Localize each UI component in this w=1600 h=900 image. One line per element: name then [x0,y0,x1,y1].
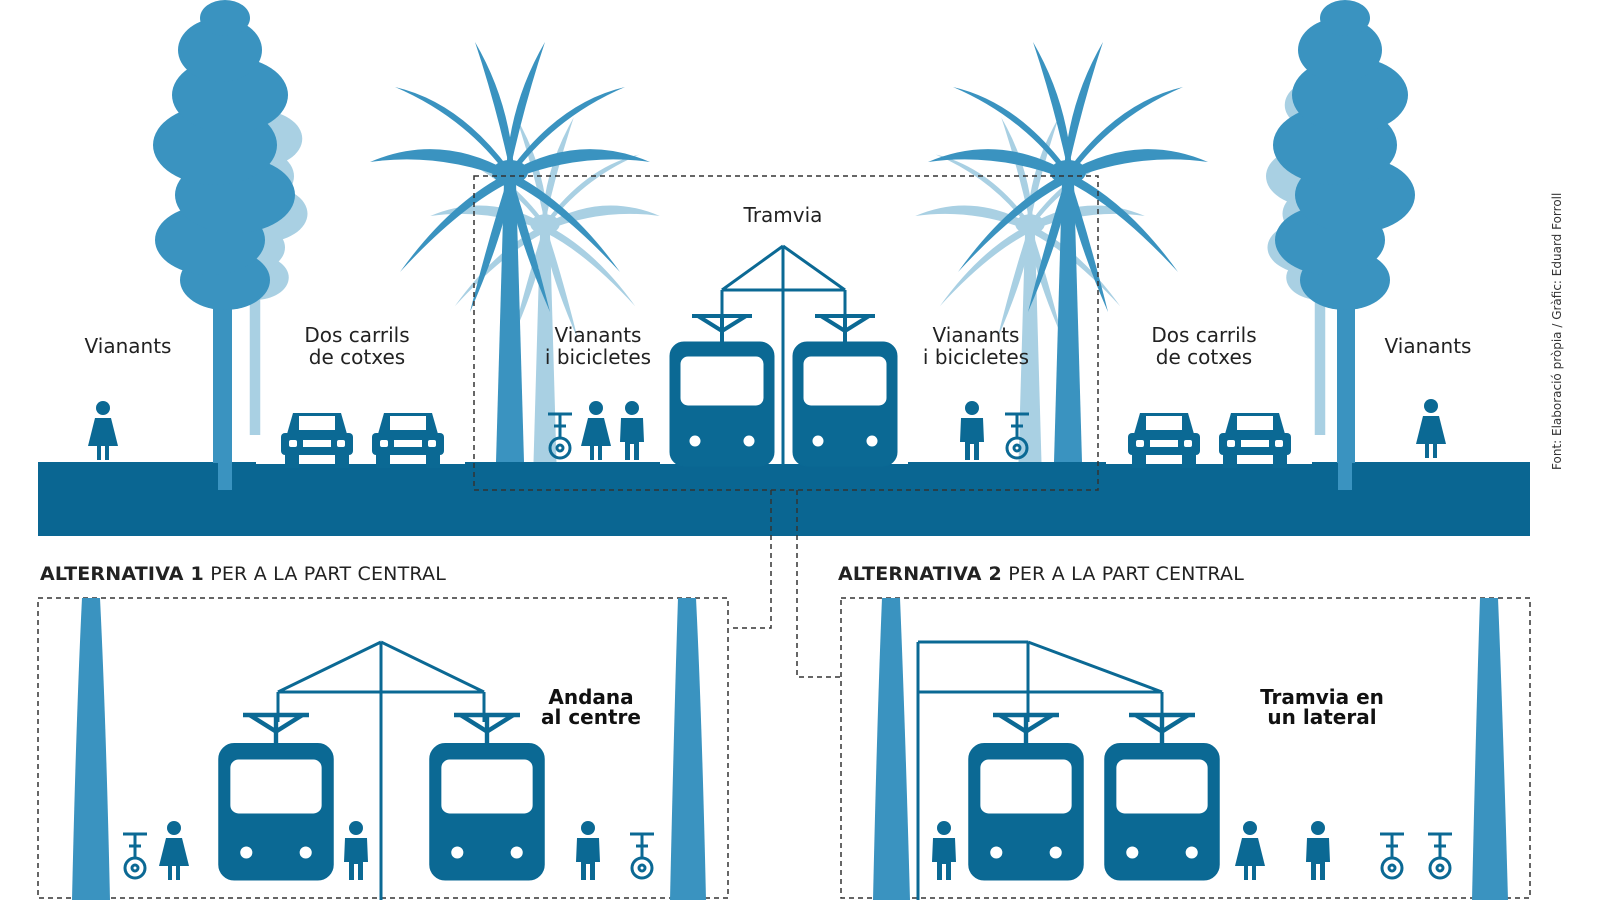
bicycle-icon [628,832,656,880]
pedestrians-right-label: Vianants [1384,334,1472,358]
tram-label: Tramvia [743,203,823,227]
median-left [465,462,660,472]
car-lanes-left-label: Dos carrils de cotxes [304,323,410,369]
pedestrian-icon [960,401,984,460]
tram-icon [430,715,544,880]
pedestrian-icon [576,821,600,880]
sidewalk-left [38,462,256,472]
tram-icon [219,715,333,880]
ped-bikes-right-label: Vianants i bicicletes [922,323,1030,369]
pedestrian-icon [1235,821,1265,880]
tram-icon [668,314,776,468]
connector-lines [729,490,841,678]
catenary-alt-1 [276,640,486,900]
median-right [908,462,1106,472]
palm-trunk-icon [72,598,1508,900]
car-icon [1219,413,1291,468]
pedestrians-left-label: Vianants [84,334,172,358]
tree-icon [1273,0,1415,490]
alternative-2-title: Tramvia en un lateral [1260,685,1384,729]
car-icon [1128,413,1200,468]
pedestrian-icon [159,821,189,880]
palm-tree-icon [915,117,1145,462]
tram-icon [1105,715,1219,880]
bicycle-icon [1426,832,1454,880]
car-icon [281,413,353,468]
car-lanes-right-label: Dos carrils de cotxes [1151,323,1257,369]
pedestrian-icon [88,401,118,460]
road-base [38,464,1530,536]
pedestrian-icon [1306,821,1330,880]
pedestrian-icon [344,821,368,880]
pedestrian-icon [932,821,956,880]
source-credit: Font: Elaboració pròpia / Gràfic: Eduard… [1550,192,1564,470]
palm-tree-icon [928,42,1208,462]
ped-bikes-left-label: Vianants i bicicletes [544,323,652,369]
pedestrian-icon [1416,399,1446,458]
pedestrian-icon [620,401,644,460]
central-section-outline [473,175,1099,491]
bicycle-icon [121,832,149,880]
tram-icon [791,314,899,468]
palm-tree-icon [430,117,660,462]
alternative-1-heading: ALTERNATIVA 1 PER A LA PART CENTRAL [40,563,447,585]
alternative-2-heading: ALTERNATIVA 2 PER A LA PART CENTRAL [838,563,1245,585]
palm-tree-icon [370,42,650,462]
pedestrian-icon [581,401,611,460]
alternative-1-outline [37,597,729,899]
alternative-1-title: Andana al centre [541,685,641,729]
car-icon [372,413,444,468]
tree-icon [153,0,295,490]
catenary-alt-2 [916,640,1164,900]
bicycle-icon [1378,832,1406,880]
tram-icon [969,715,1083,880]
alternative-2-outline [840,597,1531,899]
sidewalk-right [1312,462,1530,472]
